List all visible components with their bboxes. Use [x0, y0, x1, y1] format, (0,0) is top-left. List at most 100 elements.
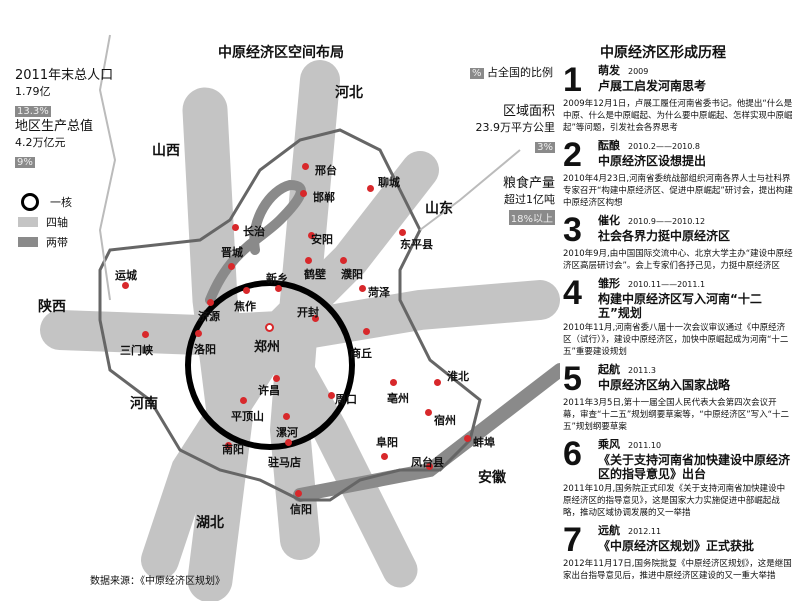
step-heading: 中原经济区纳入国家战略: [598, 378, 731, 392]
step-keyword: 远航: [598, 524, 620, 537]
border-shandong: [419, 149, 521, 231]
city-label: 聊城: [378, 176, 400, 189]
city-marker: [399, 229, 406, 236]
step-description: 2011年3月5日,第十一届全国人民代表大会第四次会议开幕，审查“十二五”规划纲…: [563, 398, 790, 432]
legend-label: 四轴: [46, 216, 68, 229]
city-label: 鹤壁: [304, 268, 326, 281]
city-label: 晋城: [221, 246, 243, 259]
city-label: 商丘: [350, 347, 372, 360]
stat-label: 粮食产量: [502, 176, 555, 191]
step-heading: 《中原经济区规划》正式获批: [598, 539, 755, 553]
city-marker: [207, 299, 214, 306]
legend-axes: 四轴: [18, 212, 72, 232]
step-number: 5: [563, 360, 582, 398]
step-number: 2: [563, 136, 582, 174]
city-label: 周口: [335, 393, 357, 406]
city-marker: [275, 285, 282, 292]
step-description: 2010年9月,由中国国际交流中心、北京大学主办“建设中原经济区高层研讨会”。会…: [563, 249, 793, 271]
city-label: 邢台: [315, 164, 337, 177]
city-marker: [142, 331, 149, 338]
ring-icon: [21, 193, 39, 211]
four-axes: [40, 60, 560, 601]
stat-value: 1.79亿: [15, 85, 51, 98]
stat-share: 18%以上: [508, 210, 555, 225]
city-label: 安阳: [311, 233, 333, 246]
step-number: 6: [563, 435, 582, 473]
step-heading: 社会各界力挺中原经济区: [598, 229, 731, 243]
city-marker: [434, 379, 441, 386]
city-label: 东平县: [400, 238, 433, 251]
step-number: 3: [563, 211, 582, 249]
city-marker: [232, 224, 239, 231]
source-note: 数据来源：《中原经济区规划》: [90, 576, 225, 587]
step-date: 2012.11: [628, 527, 662, 536]
stat-share: 13.3%: [15, 106, 51, 117]
stat-grain: 粮食产量 超过1亿吨 18%以上: [503, 172, 555, 226]
province-label: 陕西: [38, 299, 66, 315]
step-date: 2009: [628, 67, 649, 76]
legend-belts: 两带: [18, 232, 72, 252]
city-marker: [195, 330, 202, 337]
stat-value: 4.2万亿元: [15, 136, 66, 149]
city-marker: [340, 257, 347, 264]
share-text: 占全国的比例: [487, 66, 554, 79]
province-label: 安徽: [478, 470, 506, 486]
share-mark: %: [470, 68, 484, 79]
step-date: 2011.10: [628, 441, 662, 450]
legend: 一核 四轴 两带: [18, 192, 72, 252]
stat-population: 2011年末总人口 1.79亿 13.3%: [15, 64, 113, 118]
city-label: 漯河: [276, 426, 298, 439]
city-label: 许昌: [258, 384, 280, 397]
core-circle: [185, 280, 355, 450]
step-date: 2010.2——2010.8: [628, 142, 700, 151]
step-heading: 中原经济区设想提出: [598, 154, 707, 168]
city-marker: [243, 287, 250, 294]
city-marker: [390, 379, 397, 386]
belt-north: [205, 179, 306, 305]
stat-label: 2011年末总人口: [15, 68, 114, 83]
stat-share: 9%: [15, 157, 35, 168]
step-heading: 构建中原经济区写入河南“十二五”规划: [598, 292, 762, 320]
swatch-dark: [18, 237, 38, 247]
city-marker: [367, 185, 374, 192]
city-marker: [273, 375, 280, 382]
step-description: 2010年11月,河南省委八届十一次会议审议通过《中原经济区（试行）》，建设中原…: [563, 323, 789, 357]
city-label: 运城: [115, 269, 137, 282]
city-marker: [426, 463, 433, 470]
region-outline: [98, 128, 482, 502]
step-keyword: 催化: [598, 214, 620, 227]
step-description: 2011年10月,国务院正式印发《关于支持河南省加快建设中原经济区的指导意见》，…: [563, 484, 786, 518]
step-number: 1: [563, 61, 582, 99]
province-label: 湖北: [196, 515, 224, 531]
axis-southeast: [262, 322, 418, 588]
stat-value: 23.9万平方公里: [475, 121, 556, 134]
city-marker: [265, 323, 274, 332]
city-label: 邯郸: [313, 191, 335, 204]
city-label: 平顶山: [231, 410, 264, 423]
city-label: 淮北: [447, 370, 469, 383]
city-marker: [312, 315, 319, 322]
stat-area: 区域面积 23.9万平方公里 3%: [475, 100, 556, 154]
city-marker: [328, 392, 335, 399]
step-header: 远航 2012.11 《中原经济区规划》正式获批: [598, 524, 793, 556]
step-description: 2009年12月1日，卢展工履任河南省委书记。他提出“什么是中原、什么是中原崛起…: [563, 99, 793, 133]
city-marker: [464, 435, 471, 442]
city-label: 蚌埠: [473, 436, 495, 449]
city-label: 南阳: [222, 443, 244, 456]
city-label: 信阳: [290, 503, 312, 516]
